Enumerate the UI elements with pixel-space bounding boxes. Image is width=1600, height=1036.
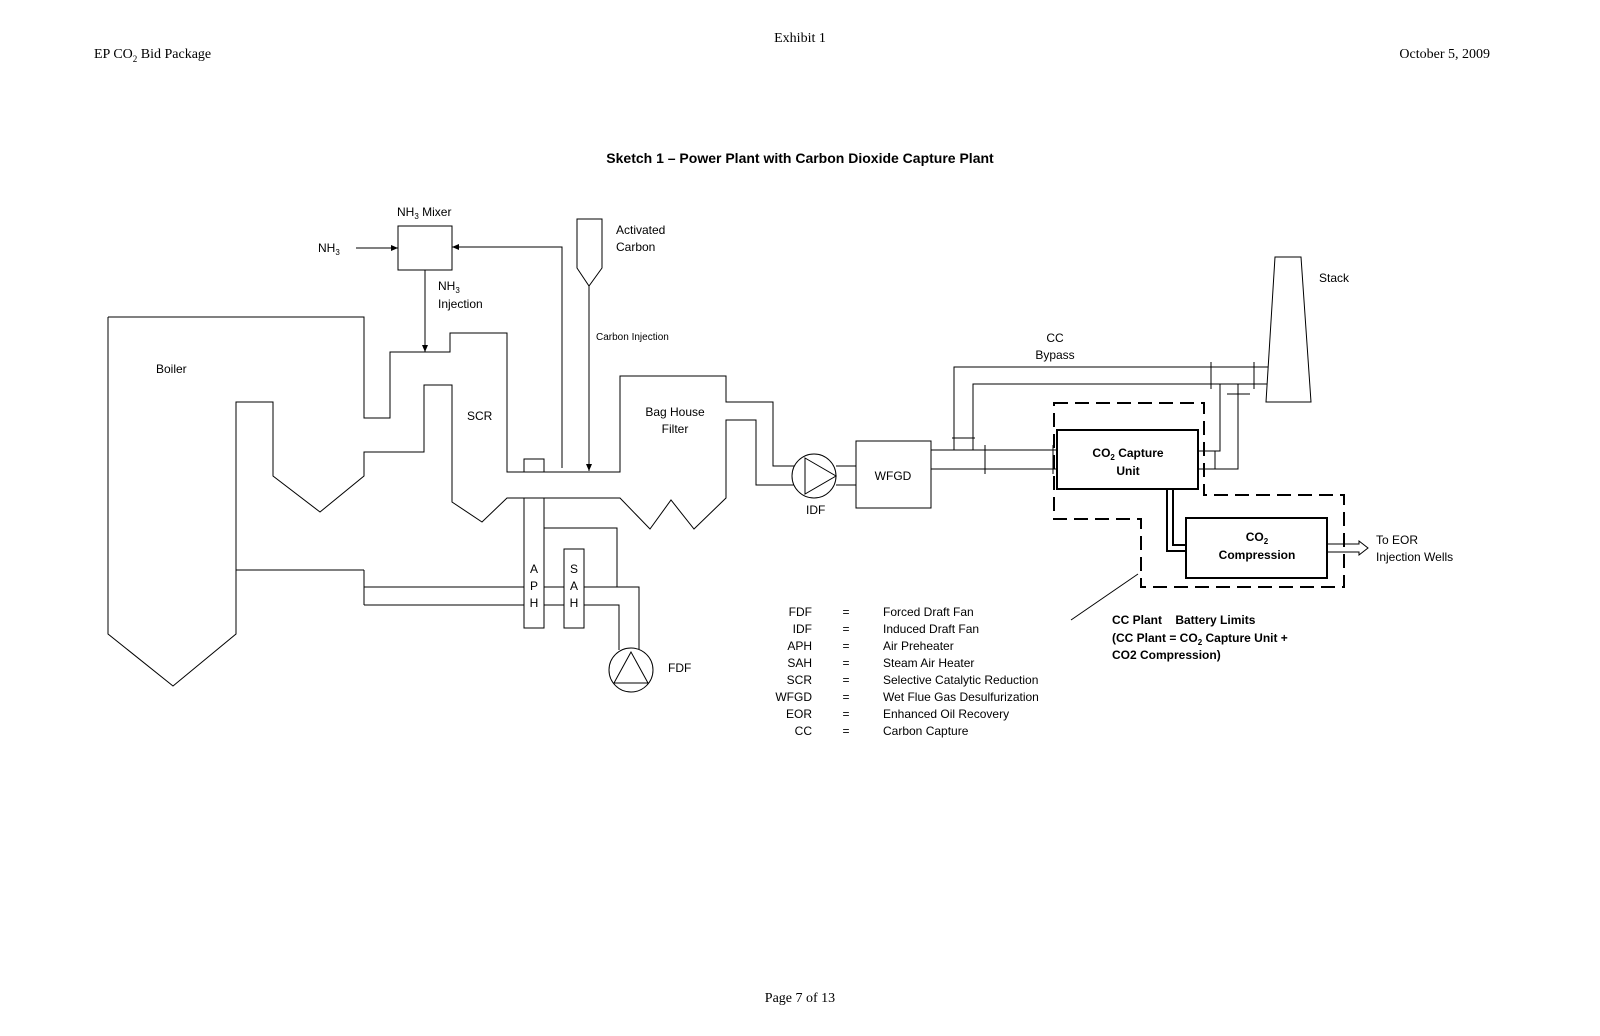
legend-abbr: FDF [789, 605, 812, 619]
legend-eq: = [842, 605, 849, 619]
co2-compression-label-2: Compression [1219, 548, 1296, 562]
page-footer: Page 7 of 13 [764, 991, 836, 1006]
legend-abbr: SCR [787, 673, 813, 687]
co2-capture-unit-box [1056, 429, 1199, 490]
aph-letter-h: H [530, 596, 539, 610]
legend-desc: Steam Air Heater [883, 656, 974, 670]
legend-eq: = [842, 639, 849, 653]
sah-letter-a: A [570, 579, 578, 593]
aph-box [523, 497, 545, 629]
aph-top-cap [523, 458, 545, 473]
activated-carbon-hopper [576, 218, 603, 287]
legend-desc: Selective Catalytic Reduction [883, 673, 1038, 687]
legend-desc: Wet Flue Gas Desulfurization [883, 690, 1039, 704]
battery-limits-leader [1070, 573, 1139, 621]
scr-label: SCR [467, 409, 493, 423]
legend-desc: Induced Draft Fan [883, 622, 979, 636]
nh3-recycle-line [452, 244, 563, 468]
capture-outlet-outer [1198, 384, 1221, 452]
to-eor-label: To EOR [1376, 533, 1418, 547]
aph-letter-a: A [530, 562, 538, 576]
legend-desc: Enhanced Oil Recovery [883, 707, 1009, 721]
nh3-injection-label: NH3 [438, 279, 460, 295]
legend-eq: = [842, 707, 849, 721]
to-eor-label-2: Injection Wells [1376, 550, 1453, 564]
legend-abbr: EOR [786, 707, 812, 721]
battery-limits-label-3: CO2 Compression) [1112, 648, 1221, 662]
legend-eq: = [842, 724, 849, 738]
cc-plant-battery-limits [1053, 402, 1345, 588]
fdf-fan-triangle [613, 650, 649, 684]
nh3-mixer-box [397, 225, 453, 271]
fdf-fan-symbol [608, 647, 654, 693]
idf-fan-symbol [791, 453, 837, 499]
legend-eq: = [842, 622, 849, 636]
capture-compression-line-1 [1166, 489, 1186, 552]
legend-desc: Carbon Capture [883, 724, 969, 738]
bag-house-label: Bag House [645, 405, 705, 419]
capture-outlet-inner [1198, 384, 1239, 470]
bag-house-label-2: Filter [662, 422, 689, 436]
sketch-title: Sketch 1 – Power Plant with Carbon Dioxi… [606, 150, 994, 166]
fdf-label: FDF [668, 661, 691, 675]
legend-desc: Air Preheater [883, 639, 954, 653]
carbon-injection-label: Carbon Injection [596, 332, 669, 343]
legend-eq: = [842, 690, 849, 704]
co2-capture-unit-label-2: Unit [1116, 464, 1139, 478]
co2-capture-unit-label: CO2 Capture [1092, 446, 1163, 462]
boiler-gas-path-lower [107, 317, 794, 687]
header-left-text-2: Bid Package [137, 47, 212, 62]
legend-abbr: CC [795, 724, 813, 738]
boiler-label: Boiler [156, 362, 187, 376]
sah-letter-h: H [570, 596, 579, 610]
legend-abbr: SAH [787, 656, 812, 670]
legend-eq: = [842, 673, 849, 687]
header-left-text: EP CO [94, 47, 133, 62]
nh3-injection-label-2: Injection [438, 297, 483, 311]
page-header-left: EP CO2 Bid Package [94, 47, 211, 64]
activated-carbon-label-2: Carbon [616, 240, 655, 254]
legend-desc: Forced Draft Fan [883, 605, 974, 619]
nh3-mixer-label: NH3 Mixer [397, 205, 451, 221]
page-header-right: October 5, 2009 [1399, 47, 1490, 62]
bypass-duct-outer [953, 366, 1269, 450]
page-header-center: Exhibit 1 [774, 31, 826, 46]
header-left-subscript: 2 [132, 53, 138, 64]
activated-carbon-label: Activated [616, 223, 665, 237]
legend-abbr: WFGD [775, 690, 812, 704]
battery-limits-label: CC Plant Battery Limits [1112, 613, 1256, 627]
sah-box [563, 548, 585, 629]
nh3-input-label: NH3 [318, 241, 340, 257]
stack-label: Stack [1319, 271, 1350, 285]
battery-limits-label-2: (CC Plant = CO2 Capture Unit + [1112, 631, 1288, 647]
wfgd-box [855, 440, 932, 509]
bypass-duct-inner [972, 383, 1269, 450]
wfgd-label: WFGD [875, 469, 912, 483]
cc-bypass-label-2: Bypass [1035, 348, 1074, 362]
idf-label: IDF [806, 503, 825, 517]
co2-compression-box [1185, 517, 1328, 579]
aph-letter-p: P [530, 579, 538, 593]
stack-symbol [1265, 256, 1312, 403]
co2-compression-label: CO2 [1246, 530, 1269, 546]
legend-abbr: APH [787, 639, 812, 653]
to-eor-arrow [1327, 539, 1369, 557]
fdf-duct-inner [584, 604, 620, 650]
idf-fan-triangle [804, 457, 837, 495]
cc-bypass-label: CC [1046, 331, 1064, 345]
sah-letter-s: S [570, 562, 578, 576]
legend-eq: = [842, 656, 849, 670]
legend-abbr: IDF [793, 622, 812, 636]
boiler-gas-path-upper [108, 316, 794, 473]
capture-compression-line-2 [1172, 489, 1186, 546]
abbreviation-legend: FDF = Forced Draft Fan IDF = Induced Dra… [775, 605, 1039, 738]
fdf-duct-outer [584, 586, 640, 652]
